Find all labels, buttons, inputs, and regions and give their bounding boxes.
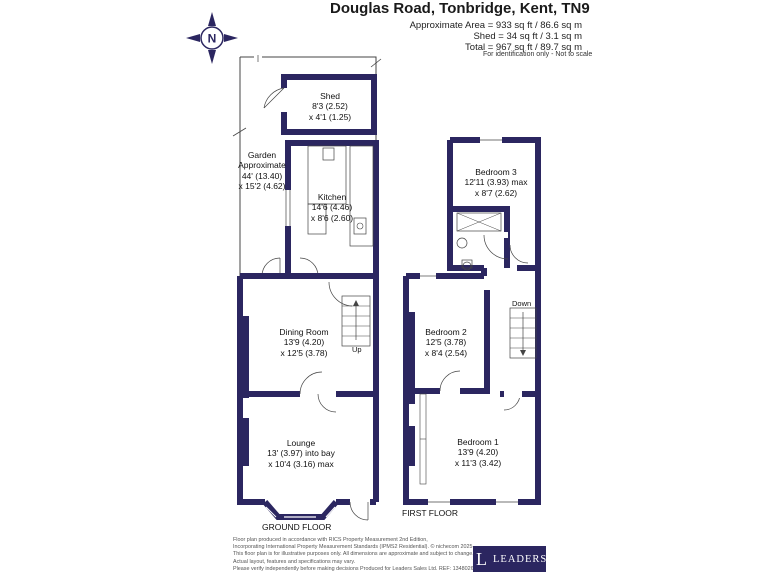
ground-floor-label: GROUND FLOOR — [262, 522, 332, 532]
compass-icon: N — [186, 12, 238, 64]
leaders-logo: L LEADERS — [473, 546, 546, 572]
stairs-down-label: Down — [512, 299, 532, 308]
shed-area: Shed = 34 sq ft / 3.1 sq m — [473, 31, 582, 42]
first-floor-label: FIRST FLOOR — [402, 508, 459, 518]
logo-letter: L — [476, 548, 487, 569]
approximate-area: Approximate Area = 933 sq ft / 86.6 sq m — [409, 20, 582, 31]
compass-north-letter: N — [208, 32, 217, 46]
property-title: Douglas Road, Tonbridge, Kent, TN9 — [330, 0, 590, 17]
ground-floor-plan — [232, 55, 382, 521]
logo-word: LEADERS — [493, 553, 548, 565]
stairs-up-label: Up — [352, 345, 362, 354]
total-area: Total = 967 sq ft / 89.7 sq m — [465, 42, 582, 53]
scale-note: For identification only - Not to scale — [483, 51, 593, 58]
first-floor-plan — [403, 137, 541, 505]
footer-disclaimer: Floor plan produced in accordance with R… — [233, 537, 474, 572]
